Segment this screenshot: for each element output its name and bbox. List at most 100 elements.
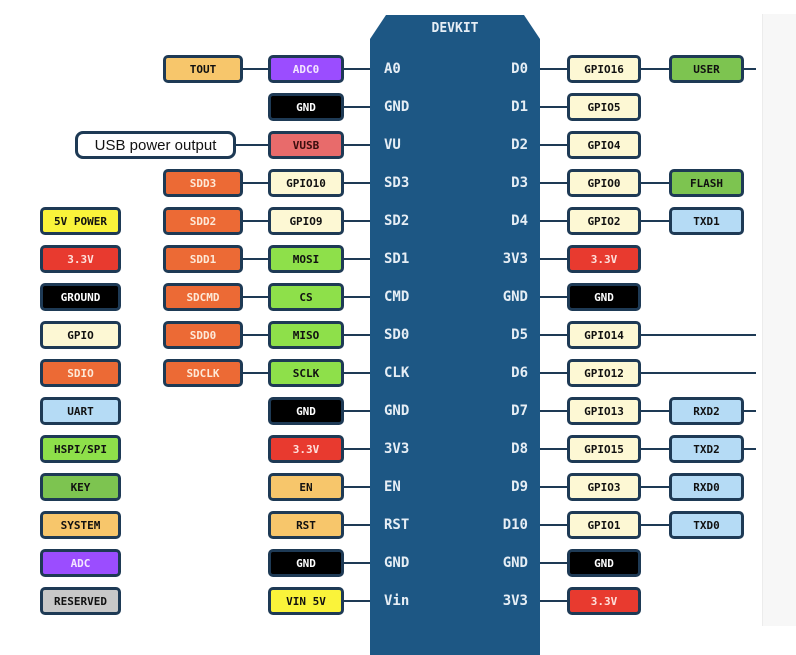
pin-function-box: GPIO13 [567, 397, 641, 425]
pin-label-right: D8 [511, 441, 528, 457]
connector-line [163, 372, 372, 374]
pin-function-box: VIN 5V [268, 587, 344, 615]
pin-label-left: RST [384, 517, 410, 533]
pin-label-left: GND [384, 555, 410, 571]
pin-label-right: D6 [511, 365, 528, 381]
pin-label-right: D9 [511, 479, 528, 495]
legend-item: 5V POWER [40, 207, 121, 235]
pin-alt-function-box: SDCMD [163, 283, 243, 311]
pin-label-right: GND [502, 555, 528, 571]
pin-function-box: GPIO1 [567, 511, 641, 539]
pin-label-right: D4 [511, 213, 528, 229]
pin-alt-function-box: SDD2 [163, 207, 243, 235]
pin-function-box: GPIO4 [567, 131, 641, 159]
pin-alt-function-box: SDD1 [163, 245, 243, 273]
legend-item: SYSTEM [40, 511, 121, 539]
pin-label-right: D5 [511, 327, 528, 343]
board-title: DEVKIT [431, 21, 479, 36]
pin-label-right: 3V3 [502, 251, 528, 267]
pin-function-box: 3.3V [268, 435, 344, 463]
legend-item: HSPI/SPI [40, 435, 121, 463]
pin-function-box: GPIO9 [268, 207, 344, 235]
pin-function-box: SCLK [268, 359, 344, 387]
pin-label-right: D7 [511, 403, 528, 419]
connector-line [163, 258, 372, 260]
pin-label-left: EN [384, 479, 401, 495]
pin-label-right: GND [502, 289, 528, 305]
pin-function-box: GPIO5 [567, 93, 641, 121]
pin-alt-function-box: SDD0 [163, 321, 243, 349]
connector-line [538, 524, 744, 526]
pin-function-box: MOSI [268, 245, 344, 273]
pin-function-box: GND [268, 93, 344, 121]
legend-item: ADC [40, 549, 121, 577]
pin-function-box: 3.3V [567, 587, 641, 615]
pin-alt-function-box: TXD2 [669, 435, 744, 463]
connector-line [538, 68, 756, 70]
connector-line [163, 220, 372, 222]
connector-line [538, 334, 756, 336]
pin-label-right: D3 [511, 175, 528, 191]
pin-label-right: 3V3 [502, 593, 528, 609]
legend-item: GPIO [40, 321, 121, 349]
pin-label-left: CLK [384, 365, 410, 381]
pin-function-box: GPIO15 [567, 435, 641, 463]
pin-label-left: SD2 [384, 213, 410, 229]
pin-label-left: VU [384, 137, 401, 153]
connector-line [538, 486, 744, 488]
pin-alt-function-box: TXD0 [669, 511, 744, 539]
pin-function-box: EN [268, 473, 344, 501]
connector-line [163, 334, 372, 336]
connector-line [538, 448, 756, 450]
pin-alt-function-box: SDD3 [163, 169, 243, 197]
pin-function-box: GND [567, 283, 641, 311]
pin-label-right: D0 [511, 61, 528, 77]
pin-label-left: GND [384, 403, 410, 419]
pin-label-left: SD0 [384, 327, 410, 343]
pin-alt-function-box: TXD1 [669, 207, 744, 235]
pin-function-box: GPIO12 [567, 359, 641, 387]
pin-alt-function-box: TOUT [163, 55, 243, 83]
pin-alt-function-box: RXD0 [669, 473, 744, 501]
pin-function-box: GPIO2 [567, 207, 641, 235]
connector-line [538, 220, 744, 222]
pin-function-box: GPIO10 [268, 169, 344, 197]
pin-label-left: GND [384, 99, 410, 115]
side-panel [762, 14, 796, 626]
pin-function-box: GPIO0 [567, 169, 641, 197]
pin-function-box: MISO [268, 321, 344, 349]
pin-label-left: A0 [384, 61, 401, 77]
pin-function-box: ADC0 [268, 55, 344, 83]
pin-label-left: SD1 [384, 251, 410, 267]
pin-label-left: SD3 [384, 175, 410, 191]
legend-item: KEY [40, 473, 121, 501]
connector-line [538, 410, 756, 412]
pin-function-box: GND [567, 549, 641, 577]
pin-label-left: Vin [384, 593, 410, 609]
connector-line [538, 372, 756, 374]
pin-alt-function-box: SDCLK [163, 359, 243, 387]
pin-label-right: D1 [511, 99, 528, 115]
pin-function-box: RST [268, 511, 344, 539]
pin-function-box: GND [268, 549, 344, 577]
pin-function-box: 3.3V [567, 245, 641, 273]
note-box: USB power output [75, 131, 236, 159]
legend-item: UART [40, 397, 121, 425]
pin-function-box: GPIO3 [567, 473, 641, 501]
connector-line [163, 182, 372, 184]
legend-item: RESERVED [40, 587, 121, 615]
connector-line [538, 182, 744, 184]
pin-label-right: D10 [502, 517, 528, 533]
pin-function-box: GPIO14 [567, 321, 641, 349]
pin-label-right: D2 [511, 137, 528, 153]
pin-label-left: 3V3 [384, 441, 410, 457]
connector-line [163, 68, 372, 70]
legend-item: 3.3V [40, 245, 121, 273]
pin-alt-function-box: USER [669, 55, 744, 83]
connector-line [163, 296, 372, 298]
pin-alt-function-box: RXD2 [669, 397, 744, 425]
pin-function-box: GPIO16 [567, 55, 641, 83]
pin-function-box: CS [268, 283, 344, 311]
pin-function-box: VUSB [268, 131, 344, 159]
legend-item: GROUND [40, 283, 121, 311]
